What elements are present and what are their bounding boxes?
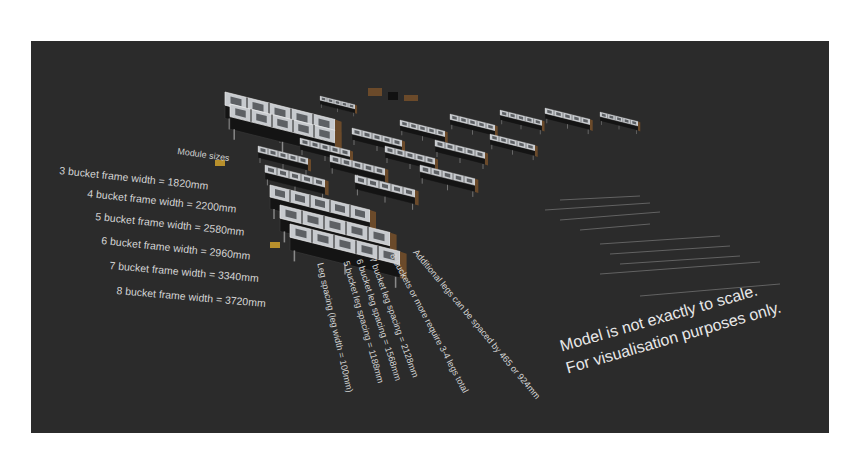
- dimension-note: 7 bucket frame width = 3340mm: [109, 260, 259, 285]
- dark-ground: [31, 41, 829, 433]
- small-notes: [545, 196, 780, 296]
- desk-models: [225, 92, 640, 288]
- dimension-note: 4 bucket frame width = 2200mm: [87, 188, 237, 215]
- dimension-note: 3 bucket frame width = 1820mm: [59, 165, 209, 192]
- dimension-note: 6 bucket frame width = 2960mm: [101, 235, 251, 262]
- dimension-note: 5 bucket frame width = 2580mm: [95, 211, 245, 238]
- section-heading: Module sizes: [177, 147, 230, 164]
- dimension-note: 8 bucket frame width = 3720mm: [116, 285, 266, 310]
- small-props: [215, 88, 418, 248]
